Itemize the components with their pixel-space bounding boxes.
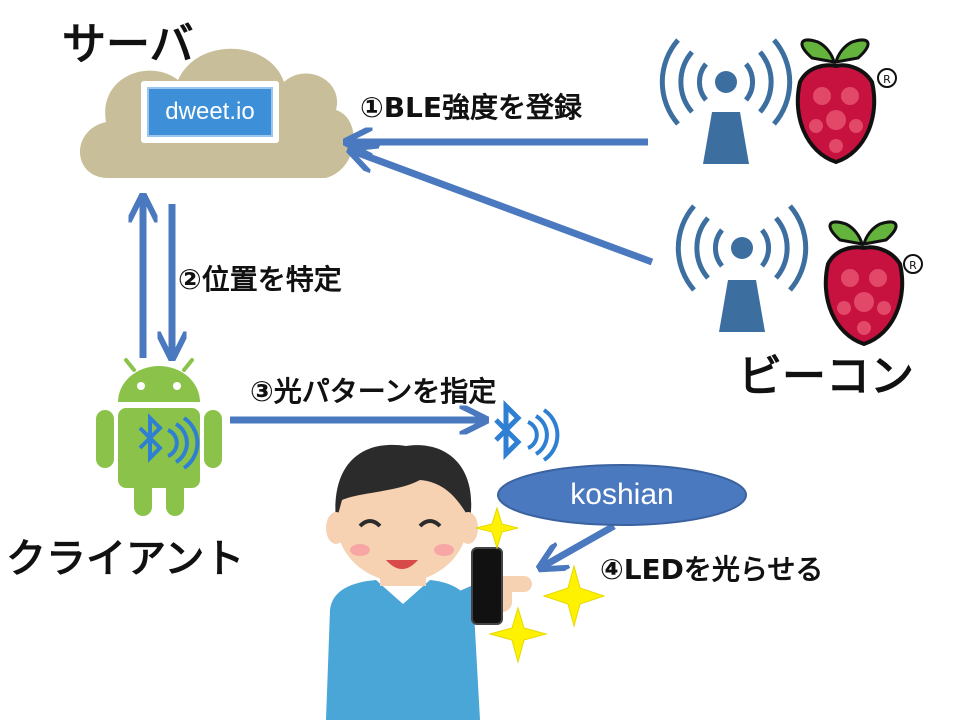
sparkle-icon [475, 506, 519, 550]
svg-text:R: R [883, 73, 891, 86]
smartphone-icon [471, 547, 503, 625]
raspberry-pi-icon: R [795, 38, 897, 165]
koshian-bubble [497, 464, 747, 526]
koshian-label: koshian [570, 478, 674, 511]
arrow-step1-lower [350, 150, 654, 266]
sparkle-icon [488, 606, 548, 664]
step3-label: ③光パターンを指定 [250, 375, 497, 408]
person-icon [326, 444, 500, 720]
bluetooth-icon [494, 399, 560, 462]
arrow-step4 [540, 522, 616, 568]
dweet-io-logo: dweet.io [141, 81, 279, 143]
raspberry-pi-icon: R [823, 220, 923, 347]
antenna-icon [675, 204, 809, 332]
sparkle-icon [542, 564, 606, 628]
client-title: クライアント [6, 536, 245, 582]
server-title: サーバ [62, 19, 194, 70]
step1-label: ①BLE強度を登録 [360, 91, 583, 124]
antenna-icon [659, 38, 793, 164]
step2-label: ②位置を特定 [178, 263, 342, 296]
beacon-title: ビーコン [738, 351, 914, 402]
bluetooth-icon [138, 413, 200, 470]
svg-text:R: R [909, 259, 917, 272]
android-icon [96, 358, 222, 516]
dweet-io-label: dweet.io [147, 87, 273, 137]
step4-label: ④LEDを光らせる [600, 553, 824, 586]
